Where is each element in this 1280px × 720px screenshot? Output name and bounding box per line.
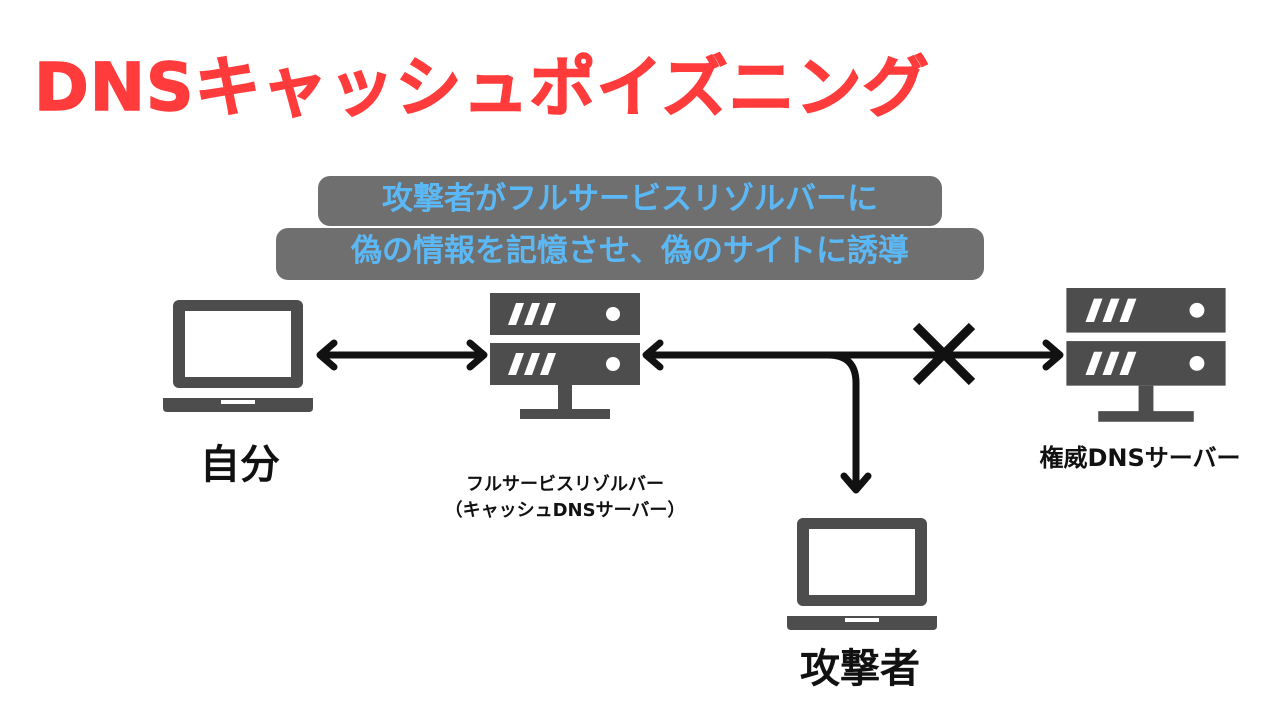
arrowhead-down-icon — [840, 472, 872, 494]
arrowhead-left-icon — [642, 339, 664, 371]
attacker-laptop-icon — [787, 518, 937, 630]
description-line-1: 攻撃者がフルサービスリゾルバーに — [318, 176, 942, 226]
resolver-server-icon — [490, 293, 640, 419]
self-label: 自分 — [200, 442, 280, 488]
attacker-label: 攻撃者 — [800, 646, 920, 692]
self-laptop-icon — [163, 300, 313, 412]
arrowhead-left-icon — [316, 339, 338, 371]
arrowhead-right-icon — [1042, 339, 1064, 371]
resolver-label-line-2: （キャッシュDNSサーバー） — [444, 500, 686, 521]
description-line-2: 偽の情報を記憶させ、偽のサイトに誘導 — [276, 228, 984, 280]
arrowhead-right-icon — [466, 339, 488, 371]
resolver-label: フルサービスリゾルバー （キャッシュDNSサーバー） — [420, 472, 710, 524]
diagram-title: DNSキャッシュポイズニング — [33, 49, 930, 126]
attacker-branch-connection — [824, 351, 860, 492]
resolver-label-line-1: フルサービスリゾルバー — [466, 474, 664, 495]
authoritative-server-icon — [1066, 288, 1226, 422]
blocked-cross-icon — [912, 322, 976, 386]
authoritative-label: 権威DNSサーバー — [1039, 444, 1241, 472]
